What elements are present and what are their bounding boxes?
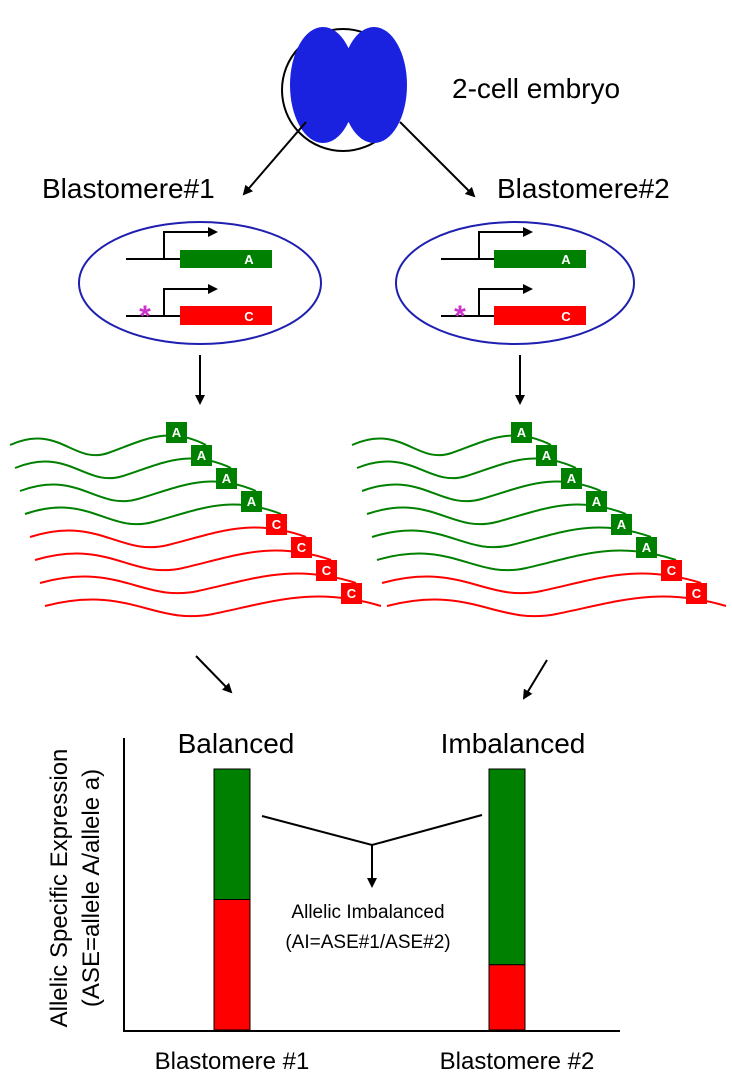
read-allele-label: A (222, 471, 232, 486)
read-allele-label: C (692, 586, 702, 601)
bar-segment-allele-a (213, 768, 251, 900)
read-wave (39, 572, 357, 595)
read-allele-box (636, 537, 657, 558)
read-allele-box (561, 468, 582, 489)
arrow-reads2-to-chart (522, 659, 548, 700)
mutation-mark-b2: * (454, 300, 466, 333)
read-allele-label: C (297, 540, 307, 555)
y-axis-label-line1: Allelic Specific Expression (46, 749, 73, 1028)
read-allele-box (166, 422, 187, 443)
read-allele-box (341, 583, 362, 604)
arrow-reads1-to-chart (195, 655, 233, 694)
read-allele-box (241, 491, 262, 512)
read-allele-box (191, 445, 212, 466)
read-allele-label: A (642, 540, 652, 555)
read-wave (19, 480, 257, 503)
read-allele-box (266, 514, 287, 535)
blastomere-2-title: Blastomere#2 (497, 173, 670, 204)
read-wave (386, 595, 727, 618)
blastomere-1-title: Blastomere#1 (42, 173, 215, 204)
read-wave (24, 503, 282, 526)
gene-allele-c-b2 (494, 306, 586, 325)
gene-allele-c-b1 (180, 306, 272, 325)
read-wave (376, 549, 677, 572)
bar-segment-allele-a (488, 768, 526, 966)
read-allele-box (686, 583, 707, 604)
comparison-bracket (261, 814, 483, 847)
read-wave (366, 503, 627, 526)
svg-text:A: A (561, 252, 571, 267)
read-allele-label: A (247, 494, 257, 509)
read-allele-box (291, 537, 312, 558)
read-allele-label: A (592, 494, 602, 509)
read-allele-label: A (617, 517, 627, 532)
read-allele-box (661, 560, 682, 581)
annotation-line2: (AI=ASE#1/ASE#2) (285, 932, 450, 953)
read-wave (34, 549, 332, 572)
svg-text:C: C (561, 309, 571, 324)
x-tick-blastomere-1: Blastomere #1 (155, 1048, 310, 1075)
mutation-mark-b1: * (139, 300, 151, 333)
read-allele-box (611, 514, 632, 535)
bar-title-balanced: Balanced (178, 728, 295, 759)
read-wave (381, 572, 702, 595)
annotation-line1: Allelic Imbalanced (291, 902, 444, 923)
read-allele-box (586, 491, 607, 512)
embryo-cell-right (341, 27, 407, 143)
read-allele-label: A (517, 425, 527, 440)
ase-chart: Balanced Imbalanced Blastomere #1 Blasto… (46, 728, 620, 1075)
read-allele-label: A (567, 471, 577, 486)
read-allele-label: A (197, 448, 207, 463)
read-allele-box (216, 468, 237, 489)
read-allele-label: A (542, 448, 552, 463)
svg-text:C: C (244, 309, 254, 324)
read-allele-box (511, 422, 532, 443)
read-wave (361, 480, 602, 503)
read-wave (29, 526, 307, 549)
svg-text:A: A (244, 252, 254, 267)
read-wave (371, 526, 652, 549)
read-allele-label: C (272, 517, 282, 532)
gene-allele-a-b2 (494, 250, 586, 268)
read-allele-label: C (667, 563, 677, 578)
read-allele-label: A (172, 425, 182, 440)
read-wave (44, 595, 382, 618)
x-tick-blastomere-2: Blastomere #2 (440, 1048, 595, 1075)
read-allele-box (536, 445, 557, 466)
embryo-cell-left (290, 27, 356, 143)
blastomere-1-cell: A C * (78, 221, 322, 345)
read-allele-box (316, 560, 337, 581)
gene-allele-a-b1 (180, 250, 272, 268)
arrow-to-b2 (399, 121, 476, 198)
bar-title-imbalanced: Imbalanced (441, 728, 586, 759)
blastomere-2-cell: A C * (395, 221, 635, 345)
embryo-label: 2-cell embryo (452, 73, 620, 104)
y-axis-label-line2: (ASE=allele A/allele a) (78, 769, 105, 1007)
two-cell-embryo (281, 27, 407, 152)
read-allele-label: C (322, 563, 332, 578)
read-allele-label: C (347, 586, 357, 601)
bar-segment-allele-c (213, 899, 251, 1031)
arrow-to-b1 (242, 121, 307, 196)
bar-segment-allele-c (488, 964, 526, 1031)
